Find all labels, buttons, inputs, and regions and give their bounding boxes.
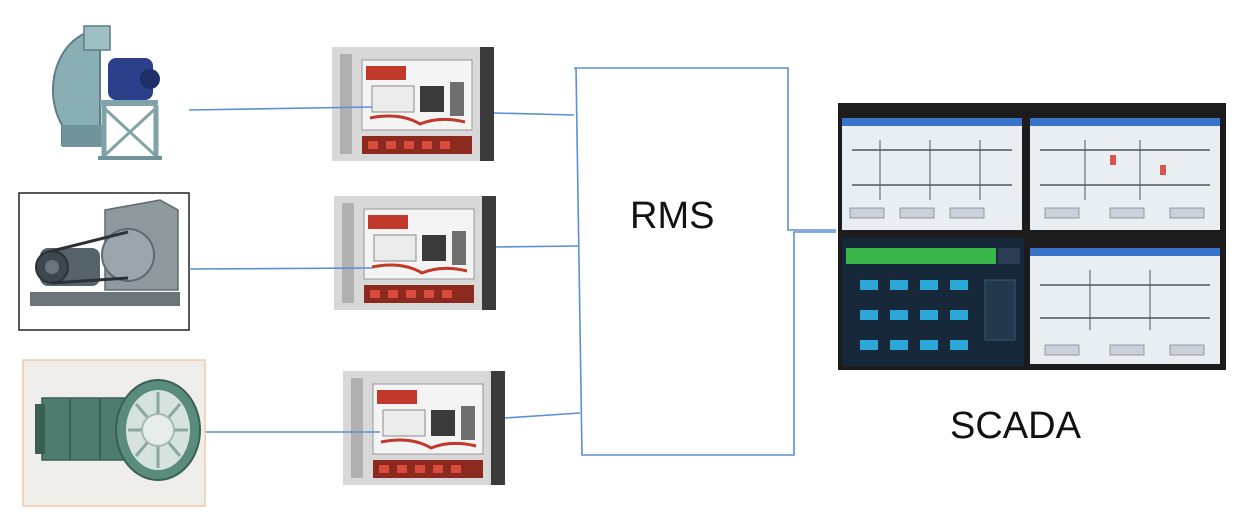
scada-screens-image [838,103,1226,370]
connector-panel3-rms [504,412,581,419]
control-panel-1-image [332,47,494,161]
connector-fan1-panel1 [188,106,373,111]
axial-fan-image [22,359,206,507]
connector-rms-scada-top [574,67,836,231]
centrifugal-fan-image [51,25,162,160]
connector-panel2-rms [495,245,580,248]
control-panel-3-image [343,371,505,485]
connectors [188,67,836,456]
control-panel-2-image [334,196,496,310]
belt-driven-fan-image [18,192,190,331]
connector-panel1-rms [493,112,575,116]
rms-label: RMS [630,195,715,237]
connector-rms-scada-bottom [575,67,836,456]
connector-fan2-panel2 [188,267,373,270]
scada-label: SCADA [950,405,1081,447]
